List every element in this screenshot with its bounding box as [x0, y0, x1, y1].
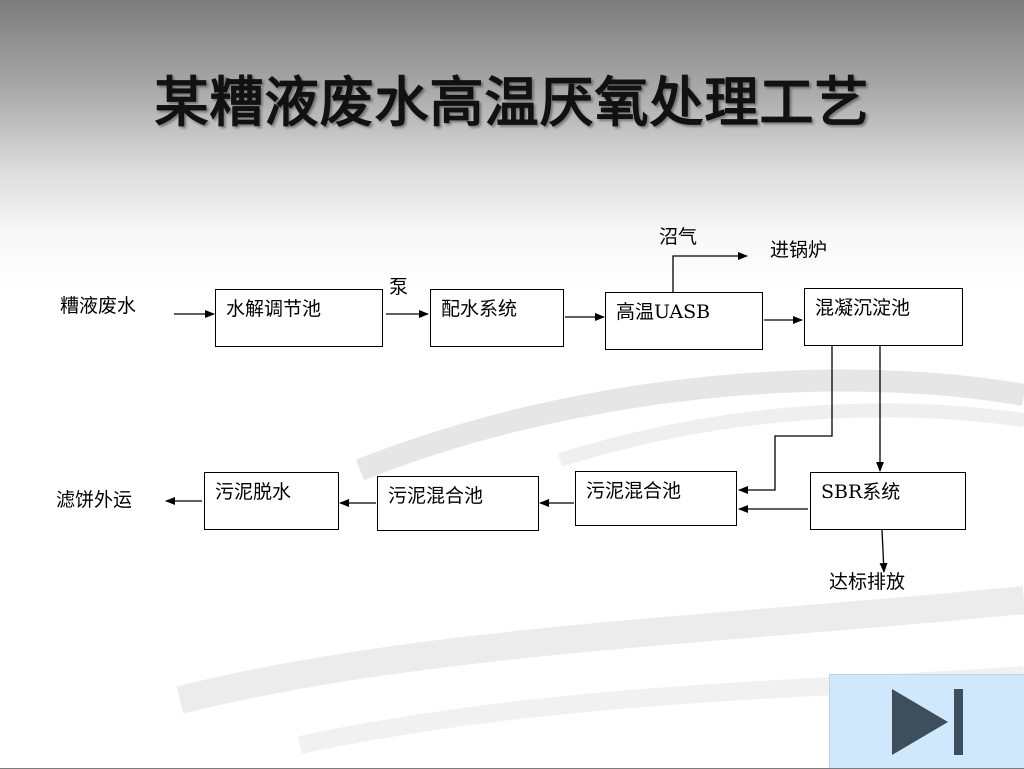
discharge-label: 达标排放 [829, 571, 906, 593]
node-hydrolysis: 水解调节池 [215, 289, 383, 347]
next-slide-button[interactable] [829, 674, 1024, 768]
biogas-label: 沼气 [659, 226, 698, 248]
play-next-icon [892, 689, 963, 755]
node-sbr: SBR系统 [810, 472, 966, 530]
node-uasb: 高温UASB [605, 292, 763, 350]
node-coagulation: 混凝沉淀池 [804, 288, 963, 346]
arrow-sbr-discharge [879, 529, 888, 573]
arrow-uasb-biogas [672, 252, 748, 292]
pump-label: 泵 [389, 276, 409, 298]
boiler-label: 进锅炉 [770, 239, 828, 261]
node-water-mix: 配水系统 [430, 289, 564, 347]
node-sludge-mix-left: 污泥混合池 [377, 476, 539, 531]
filter-cake-label: 滤饼外运 [56, 489, 133, 511]
node-sludge-dewater: 污泥脱水 [204, 472, 339, 530]
slide-title: 某糟液废水高温厌氧处理工艺 [154, 70, 870, 134]
source-label: 糟液废水 [56, 286, 174, 320]
node-sludge-mix-right: 污泥混合池 [575, 471, 737, 526]
arrow-coagulation-sludge-to-mix [738, 346, 833, 494]
